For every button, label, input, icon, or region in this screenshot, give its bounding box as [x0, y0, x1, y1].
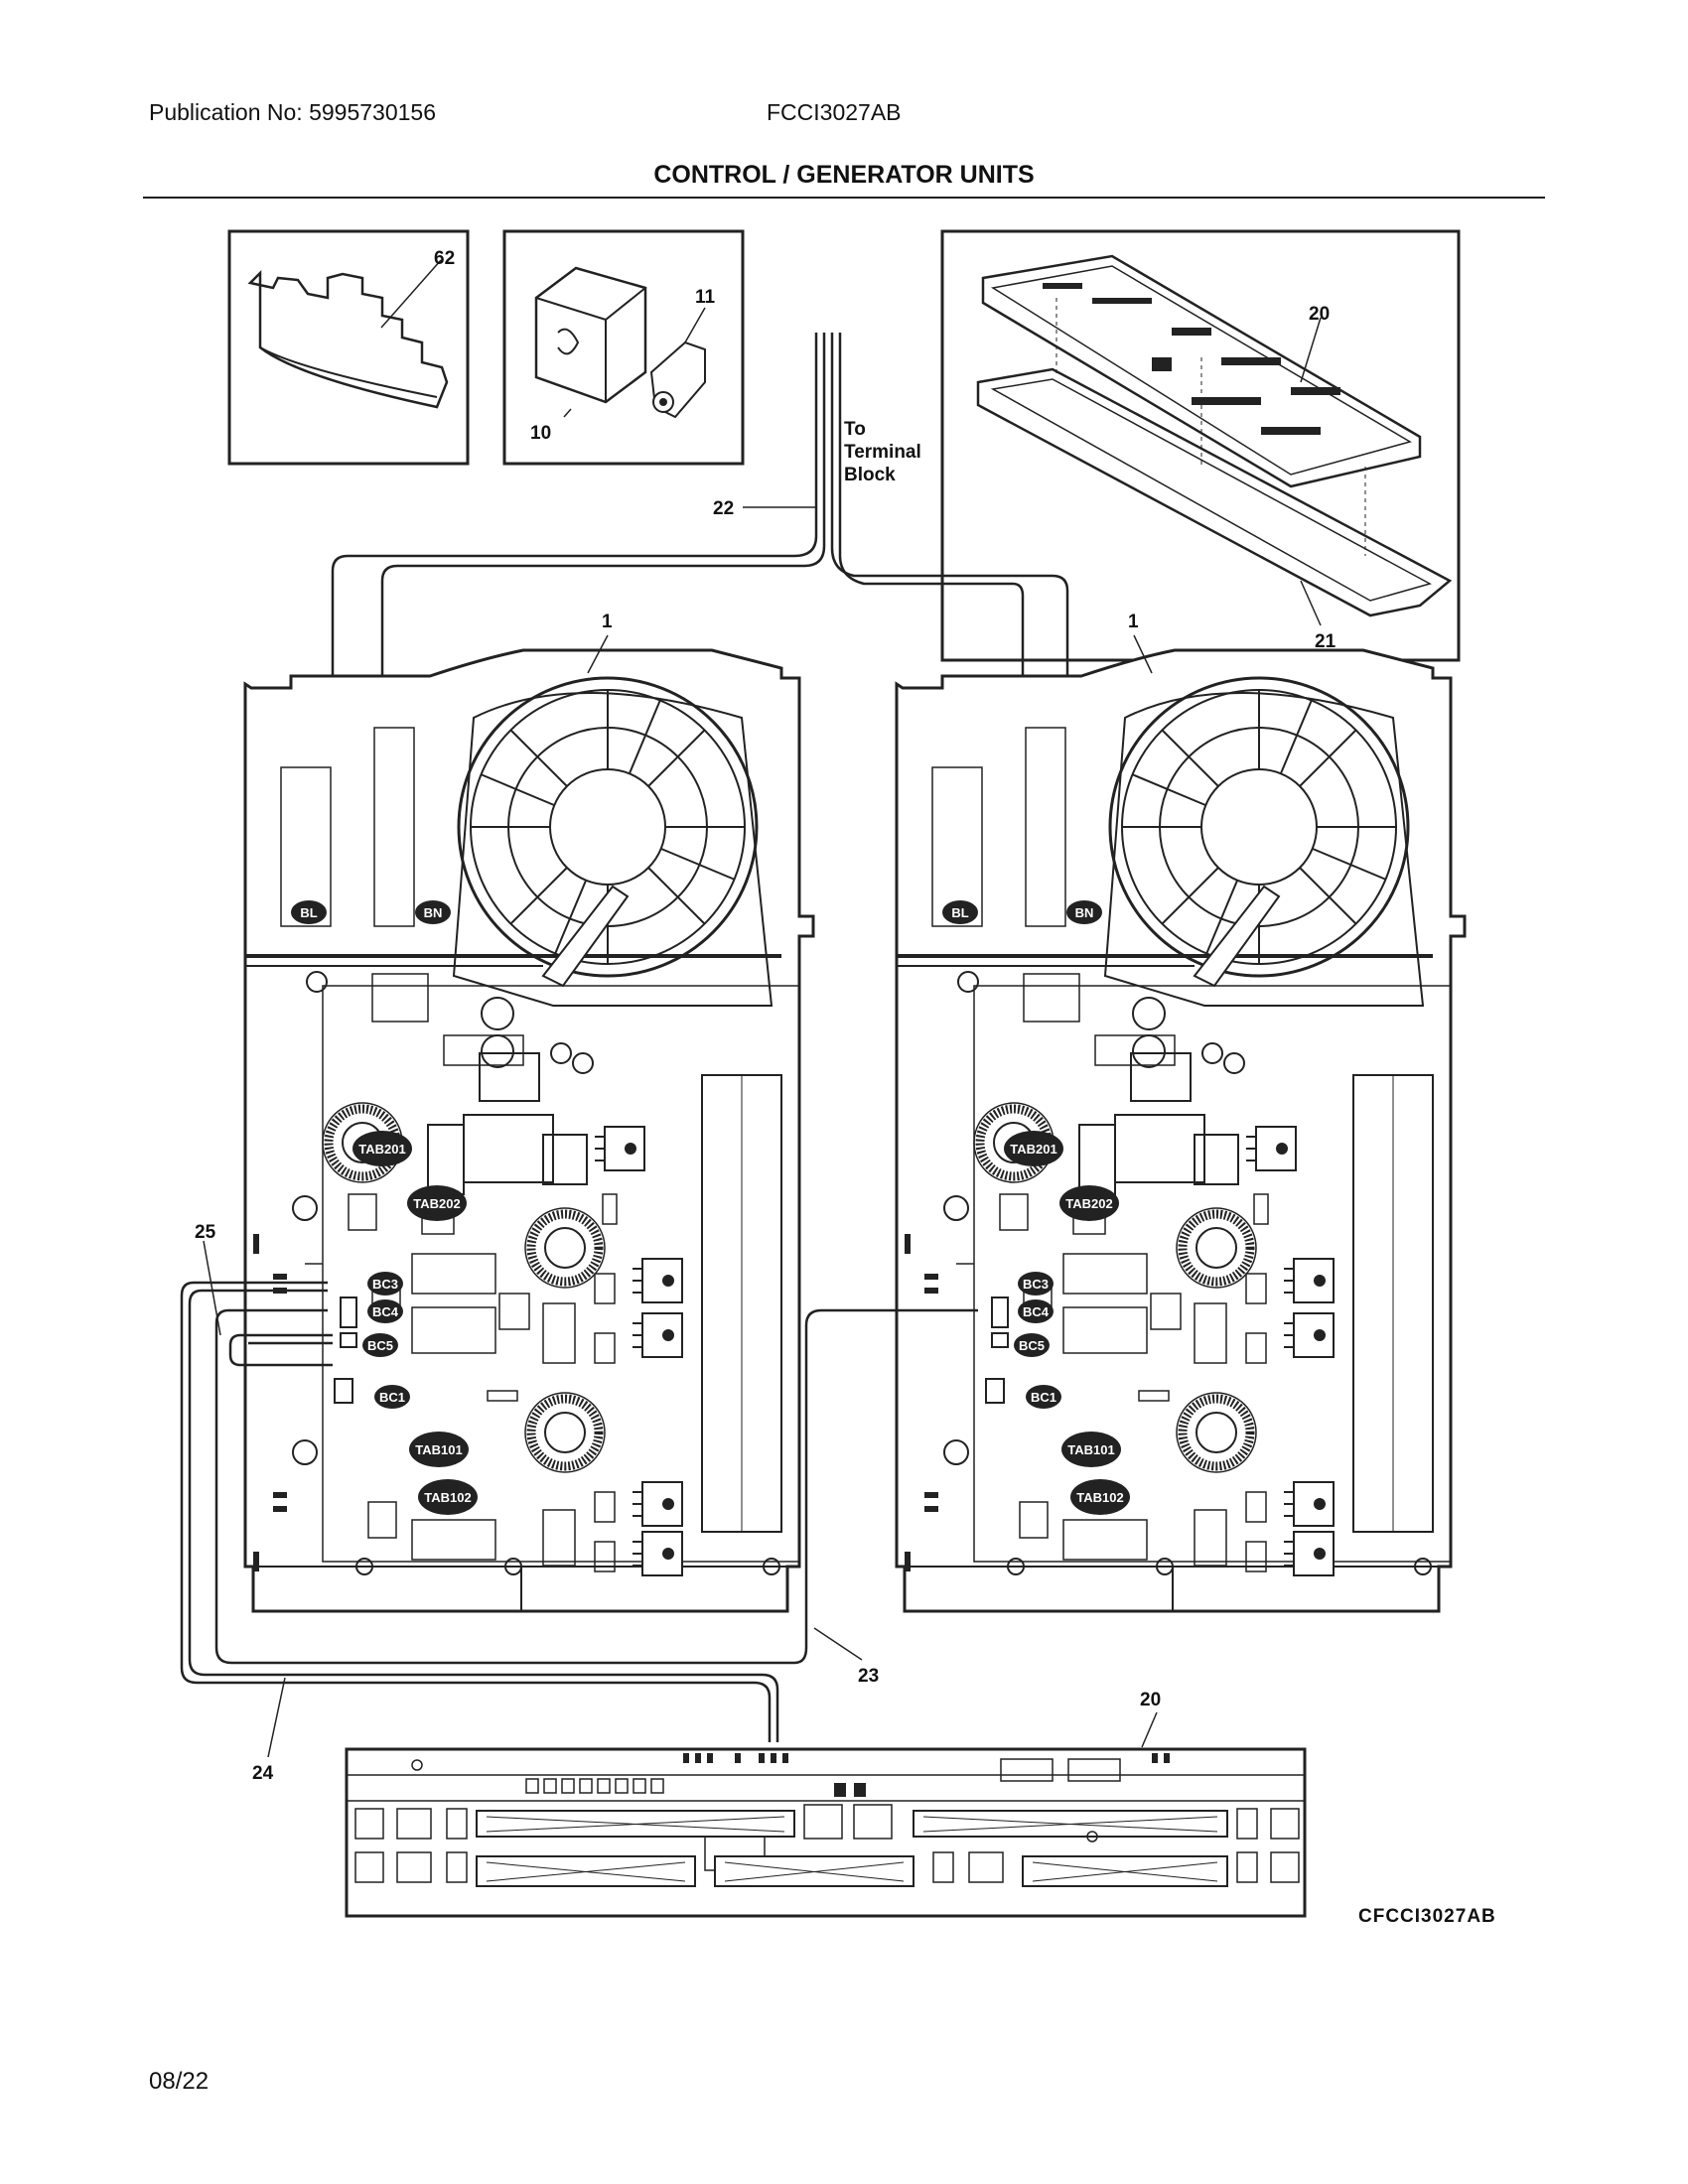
tag-bc5-right: BC5 — [1019, 1338, 1045, 1353]
tag-tab101-left: TAB101 — [415, 1442, 462, 1457]
control-board-20: 20 — [345, 1690, 1307, 1918]
tag-bl-right: BL — [951, 905, 968, 920]
generator-board-left — [245, 650, 813, 1611]
tag-tab102-right: TAB102 — [1076, 1490, 1123, 1505]
tag-tab102-left: TAB102 — [424, 1490, 471, 1505]
harness-22 — [331, 333, 1069, 973]
callout-11: 11 — [695, 287, 716, 308]
callout-23: 23 — [858, 1666, 879, 1687]
callout-24: 24 — [252, 1763, 274, 1784]
tag-bc1-right: BC1 — [1031, 1390, 1056, 1405]
callout-25: 25 — [195, 1222, 216, 1243]
terminal-note-line2: Terminal — [844, 442, 921, 463]
tag-bc1-left: BC1 — [379, 1390, 405, 1405]
callout-20-top: 20 — [1309, 304, 1330, 325]
callout-1-left: 1 — [602, 612, 613, 632]
tag-bl-left: BL — [300, 905, 317, 920]
model-number: FCCI3027AB — [767, 99, 902, 125]
page-title: CONTROL / GENERATOR UNITS — [653, 161, 1035, 189]
callout-21: 21 — [1315, 631, 1336, 652]
terminal-note-line3: Block — [844, 465, 896, 485]
tag-tab202-right: TAB202 — [1065, 1196, 1112, 1211]
title-rule — [143, 197, 1545, 199]
tags-right: BL BN TAB201 TAB202 BC3 BC4 BC5 BC1 TAB1… — [942, 900, 1130, 1515]
tag-bc3-right: BC3 — [1023, 1277, 1049, 1292]
tag-bn-left: BN — [424, 905, 443, 920]
tag-bn-right: BN — [1075, 905, 1094, 920]
diagram-code: CFCCI3027AB — [1358, 1906, 1496, 1927]
tag-tab201-left: TAB201 — [358, 1142, 405, 1157]
terminal-note-line1: To — [844, 419, 866, 440]
tag-bc3-left: BC3 — [372, 1277, 398, 1292]
inset-wire-holder: 62 — [227, 229, 470, 466]
tag-bc5-left: BC5 — [367, 1338, 393, 1353]
tag-bc4-left: BC4 — [372, 1304, 399, 1319]
callout-20-bottom: 20 — [1140, 1690, 1161, 1710]
tag-tab202-left: TAB202 — [413, 1196, 460, 1211]
tag-tab101-right: TAB101 — [1067, 1442, 1114, 1457]
tag-bc4-right: BC4 — [1023, 1304, 1050, 1319]
callout-10: 10 — [530, 423, 551, 444]
callout-62: 62 — [434, 248, 455, 269]
callout-22: 22 — [713, 498, 734, 519]
tag-tab201-right: TAB201 — [1010, 1142, 1056, 1157]
callout-1-right: 1 — [1128, 612, 1139, 632]
revision-date: 08/22 — [149, 2068, 210, 2095]
inset-ferrite: 11 10 — [502, 229, 745, 466]
inset-control-board: 20 21 — [940, 229, 1461, 662]
tags-left: BL BN TAB201 TAB202 BC3 BC4 BC5 BC1 TAB1… — [291, 900, 478, 1515]
generator-board-right — [897, 650, 1465, 1611]
publication-number: Publication No: 5995730156 — [149, 99, 437, 125]
